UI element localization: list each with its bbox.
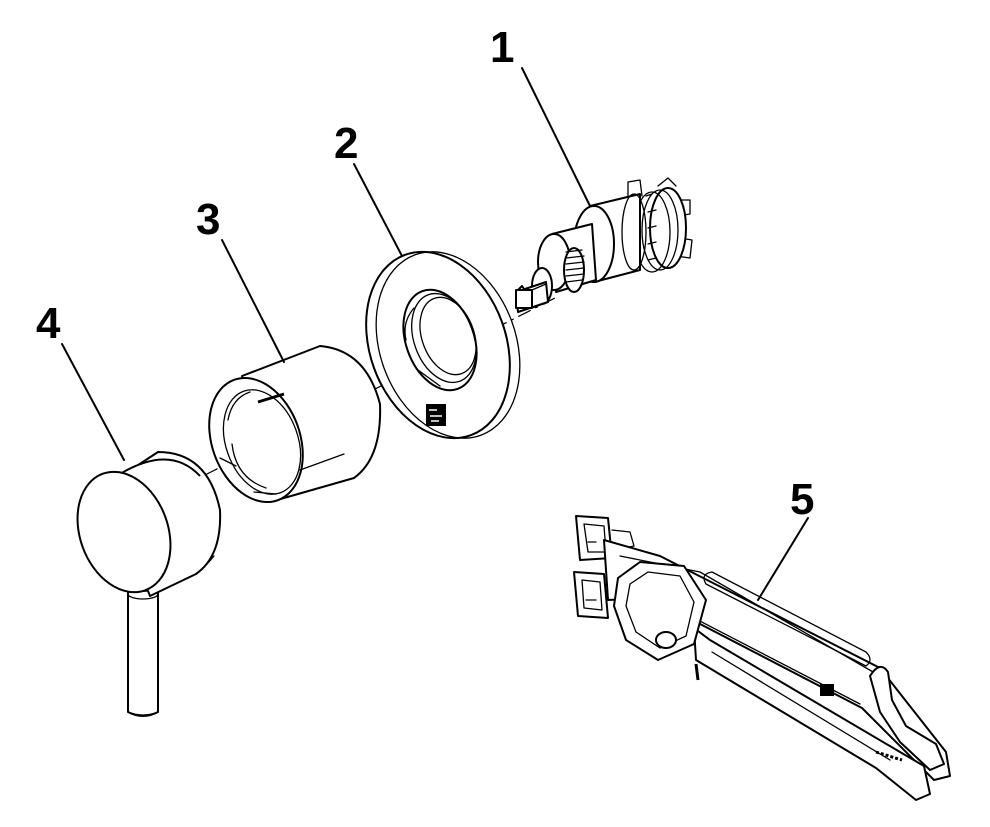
part-number-1: 1: [490, 23, 514, 72]
part-lever-handle: [76, 451, 222, 717]
part-number-5: 5: [790, 475, 814, 524]
spanner-marking-icon: [820, 684, 834, 696]
leader-line-2: [353, 163, 403, 257]
part-number-3: 3: [196, 195, 220, 244]
leader-lines: [61, 67, 809, 601]
part-number-labels: 1 2 3 4 5: [36, 23, 814, 524]
part-number-2: 2: [334, 119, 358, 168]
part-cartridge: [515, 177, 693, 313]
leader-line-3: [221, 239, 285, 363]
part-number-4: 4: [36, 299, 61, 348]
leader-line-4: [61, 343, 125, 461]
leader-line-1: [521, 67, 591, 207]
rosette-marking-icon: [426, 404, 446, 426]
part-wall-rosette: [365, 250, 521, 440]
part-spanner-tool: [573, 515, 951, 801]
part-sleeve: [208, 345, 382, 503]
leader-line-5: [757, 517, 809, 601]
